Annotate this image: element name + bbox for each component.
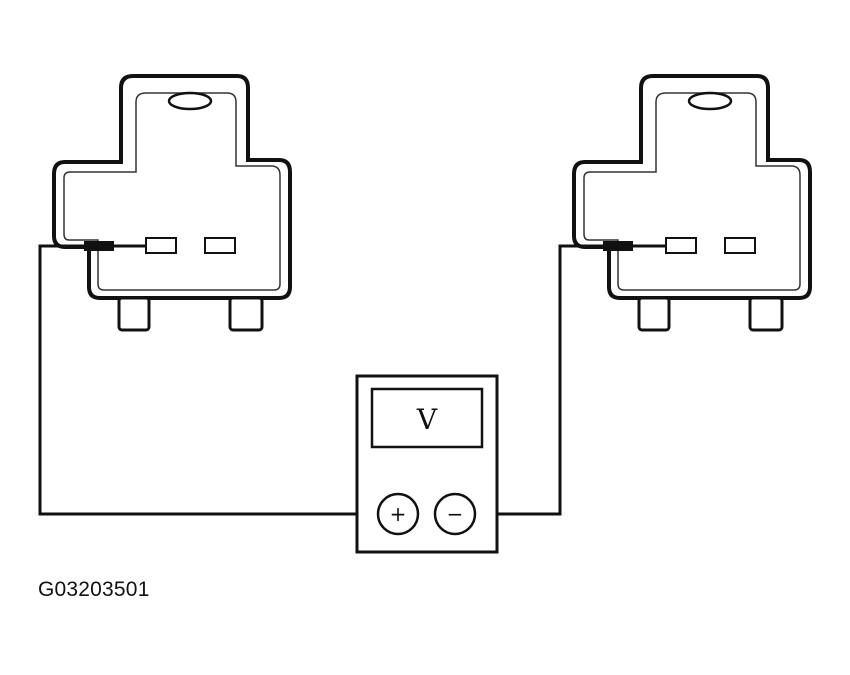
positive-lead-wire <box>38 244 378 516</box>
left-probe <box>84 241 146 251</box>
voltmeter: V + − <box>355 374 499 554</box>
left-connector <box>52 74 292 332</box>
negative-terminal-symbol: − <box>447 502 464 526</box>
meter-display-text: V <box>416 403 438 436</box>
positive-terminal <box>376 492 420 536</box>
negative-lead-wire <box>475 244 606 516</box>
right-connector <box>572 74 812 332</box>
right-probe <box>603 241 666 251</box>
figure-id: G03203501 <box>38 578 150 601</box>
positive-terminal-symbol: + <box>390 502 407 526</box>
negative-terminal <box>433 492 477 536</box>
